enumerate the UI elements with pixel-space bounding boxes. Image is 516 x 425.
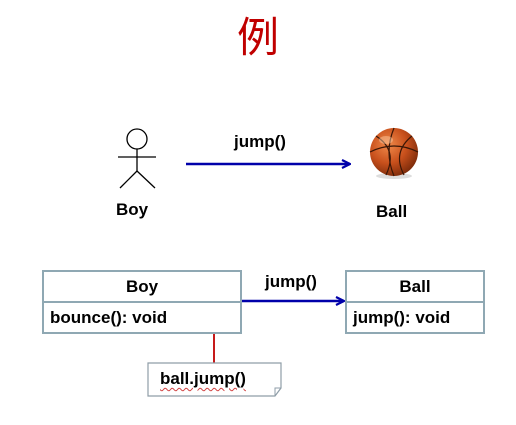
basketball-icon [369,127,419,179]
uml-class-ball: Ball jump(): void [345,270,485,334]
note-text: ball.jump() [160,369,246,388]
uml-class-boy: Boy bounce(): void [42,270,242,334]
operation-jump: jump(): void [353,308,451,327]
class-name-ball: Ball [347,272,483,303]
stick-figure-icon [118,128,156,189]
object-label: Ball [376,202,408,221]
class-name-boy: Boy [44,272,240,303]
message-label-top: jump() [234,132,286,151]
message-label-bottom: jump() [265,272,317,291]
actor-label: Boy [116,200,149,219]
operation-bounce: bounce(): void [50,308,168,327]
page-title: 例 [236,13,279,62]
note-shape [147,362,282,397]
